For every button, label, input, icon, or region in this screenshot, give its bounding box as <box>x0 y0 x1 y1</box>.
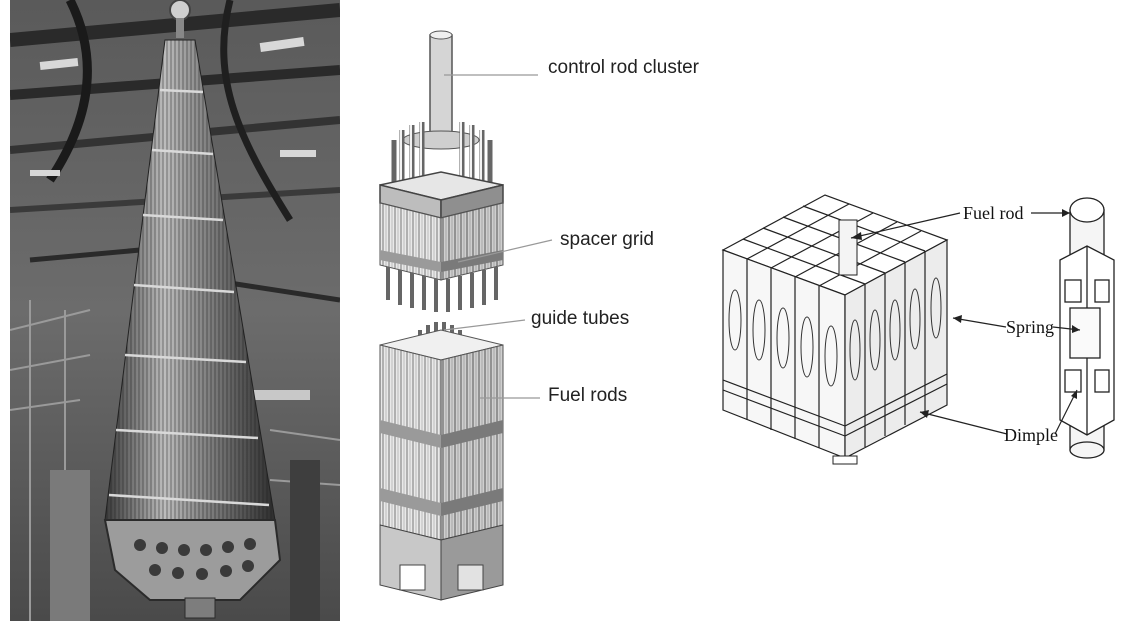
label-spacer-grid: spacer grid <box>560 229 654 250</box>
grid-left-face <box>722 249 846 459</box>
label-dimple: Dimple <box>1004 425 1058 445</box>
callout-lines <box>850 212 1081 435</box>
fuel-rod-lines <box>105 40 275 520</box>
control-rod-cluster <box>391 30 493 190</box>
fuel-assembly-diagram: control rod cluster spacer grid guide tu… <box>340 0 740 623</box>
lower-grid-band-1-left <box>380 420 441 448</box>
label-fuel-rods: Fuel rods <box>548 385 627 406</box>
hoist-cable <box>176 18 184 38</box>
lower-rod-bundle <box>379 329 504 541</box>
lower-grid-band-2-right <box>441 488 503 516</box>
bottom-nozzle <box>103 519 282 601</box>
hoist-hook <box>169 0 191 21</box>
upper-rod-bundle <box>379 202 504 312</box>
grid-bottom-tab <box>832 455 858 465</box>
upper-spacer-grid-band-left <box>380 250 441 272</box>
bottom-nozzle-diagram <box>379 524 504 601</box>
ceiling-lights <box>30 36 316 400</box>
grid-left-springs <box>728 289 838 387</box>
grid-fuel-rod <box>838 219 858 276</box>
label-fuel-rod: Fuel rod <box>963 203 1024 223</box>
grid-right-face <box>844 238 948 459</box>
nozzle-foot <box>184 597 216 619</box>
fuel-assembly-photo <box>10 0 340 621</box>
lower-grid-band-1-right <box>441 420 503 448</box>
top-nozzle <box>379 171 504 219</box>
single-cell-detail <box>1059 197 1115 459</box>
assembly-grid-bands <box>108 88 270 507</box>
label-control-rod-cluster: control rod cluster <box>548 57 700 78</box>
label-guide-tubes: guide tubes <box>531 308 629 329</box>
floor-column-right <box>290 460 320 621</box>
lower-grid-band-2-left <box>380 488 441 516</box>
label-spring: Spring <box>1006 317 1054 337</box>
callout-arrowheads <box>851 209 1080 418</box>
floor-column <box>50 470 90 621</box>
bottom-nozzle-holes <box>134 538 256 580</box>
leader-lines <box>443 74 553 399</box>
spacer-grid-diagram: Fuel rod Spring Dimple <box>715 180 1137 480</box>
grid-right-springs <box>849 277 942 381</box>
